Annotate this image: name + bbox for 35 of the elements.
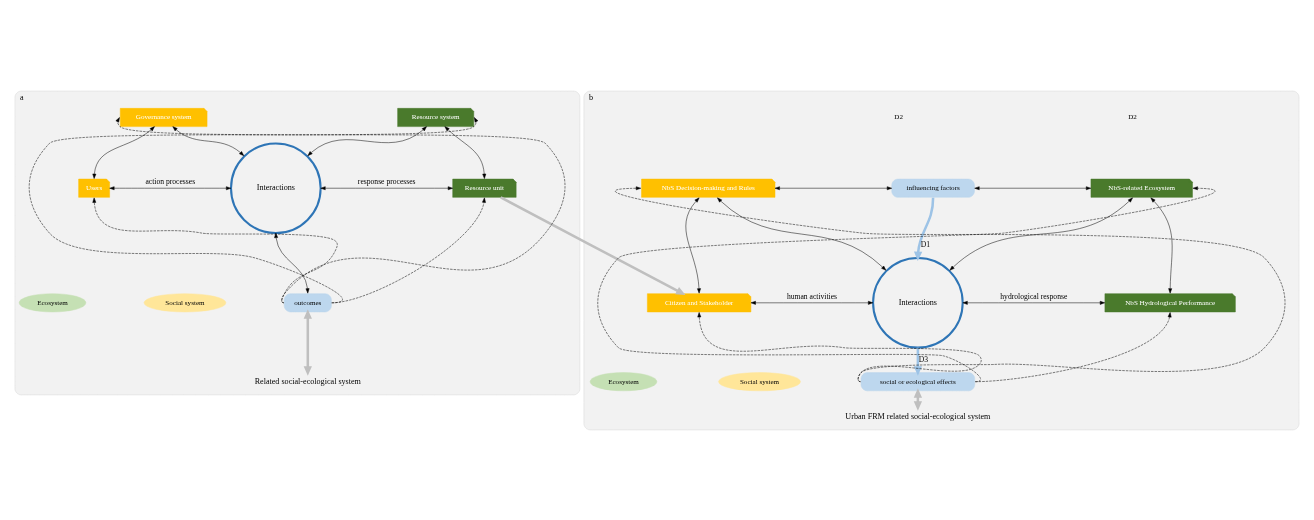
- edge-label: response processes: [357, 176, 416, 186]
- node-circle: Interactions: [872, 256, 964, 349]
- node-text: Related social-ecological system: [254, 376, 361, 386]
- arrow: [962, 300, 1105, 305]
- edge-label: human activities: [786, 291, 838, 301]
- edge-label: D1: [920, 239, 931, 249]
- edge-label: action processes: [145, 176, 196, 186]
- node-circle: Interactions: [230, 141, 322, 234]
- arrow: [307, 125, 427, 156]
- node-text: Urban FRM related social-ecological system: [845, 411, 991, 421]
- arrow: [331, 197, 486, 303]
- arrow: [750, 300, 874, 305]
- arrow: [115, 116, 566, 303]
- arrow: [320, 185, 453, 190]
- arrow: [172, 125, 245, 156]
- arrow: [500, 195, 686, 295]
- arrow: [444, 125, 487, 179]
- arrow: [975, 311, 1172, 382]
- arrow: [92, 125, 155, 179]
- arrow: [109, 185, 232, 190]
- arrow: [685, 197, 701, 293]
- arrow: [913, 347, 923, 376]
- arrow: [913, 197, 935, 261]
- arrow: [774, 185, 892, 190]
- edge-label: D3: [918, 354, 929, 364]
- arrow: [949, 197, 1133, 271]
- arrow: [697, 311, 982, 382]
- arrow: [717, 197, 887, 271]
- arrow: [303, 308, 312, 376]
- arrow: [28, 116, 479, 303]
- arrow: [1150, 197, 1173, 293]
- arrow: [92, 197, 338, 303]
- edge-label: hydrological response: [1000, 291, 1068, 301]
- arrow: [974, 185, 1092, 190]
- arrow: [274, 232, 310, 293]
